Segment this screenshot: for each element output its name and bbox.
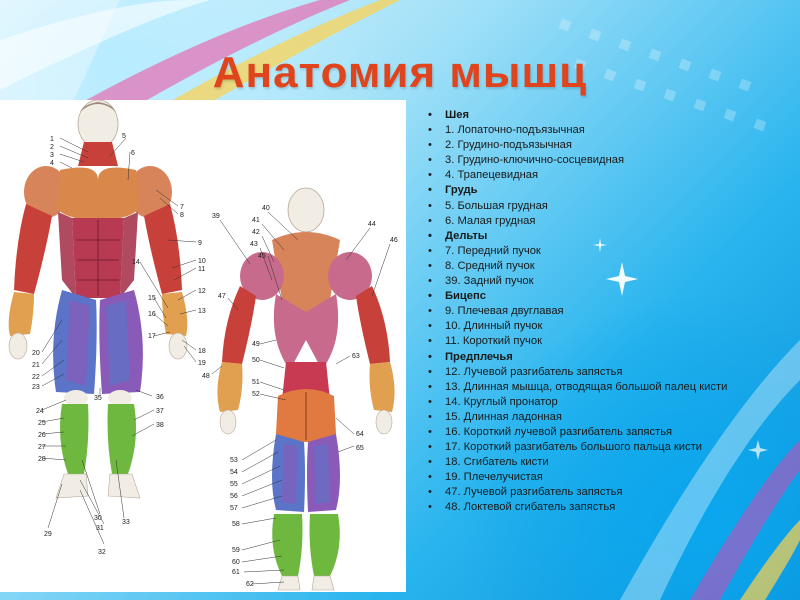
svg-text:21: 21 [32, 362, 40, 369]
svg-text:55: 55 [230, 481, 238, 488]
svg-text:7: 7 [180, 204, 184, 211]
muscle-list: Шея1. Лопаточно-подъязычная2. Грудино-по… [428, 108, 798, 516]
list-item: 3. Грудино-ключично-сосцевидная [428, 153, 798, 168]
svg-text:38: 38 [156, 422, 164, 429]
svg-text:27: 27 [38, 444, 46, 451]
list-item: 19. Плечелучистая [428, 470, 798, 485]
front-figure: 1 2 3 4 5 6 7 8 9 10 11 12 13 14 15 16 1… [8, 100, 206, 556]
svg-text:54: 54 [230, 469, 238, 476]
svg-text:37: 37 [156, 408, 164, 415]
svg-text:35: 35 [94, 395, 102, 402]
list-item: 13. Длинная мышца, отводящая большой пал… [428, 380, 798, 395]
svg-text:19: 19 [198, 360, 206, 367]
svg-text:59: 59 [232, 547, 240, 554]
list-item: 1. Лопаточно-подъязычная [428, 123, 798, 138]
svg-text:56: 56 [230, 493, 238, 500]
list-item: 6. Малая грудная [428, 214, 798, 229]
svg-text:41: 41 [252, 217, 260, 224]
svg-text:22: 22 [32, 374, 40, 381]
list-item: 18. Сгибатель кисти [428, 455, 798, 470]
svg-text:23: 23 [32, 384, 40, 391]
svg-text:58: 58 [232, 521, 240, 528]
list-item: 47. Лучевой разгибатель запястья [428, 485, 798, 500]
list-item: 7. Передний пучок [428, 244, 798, 259]
svg-text:5: 5 [122, 133, 126, 140]
svg-text:20: 20 [32, 350, 40, 357]
svg-text:9: 9 [198, 240, 202, 247]
anatomy-diagram: 1 2 3 4 5 6 7 8 9 10 11 12 13 14 15 16 1… [0, 100, 406, 592]
list-item: 8. Средний пучок [428, 259, 798, 274]
list-item: 11. Короткий пучок [428, 334, 798, 349]
svg-text:17: 17 [148, 333, 156, 340]
svg-text:63: 63 [352, 353, 360, 360]
svg-text:2: 2 [50, 144, 54, 151]
list-section-header: Шея [428, 108, 798, 123]
svg-text:18: 18 [198, 348, 206, 355]
list-item: 5. Большая грудная [428, 199, 798, 214]
list-item: 48. Локтевой сгибатель запястья [428, 500, 798, 515]
list-item: 4. Трапецевидная [428, 168, 798, 183]
svg-text:45: 45 [258, 253, 266, 260]
svg-text:64: 64 [356, 431, 364, 438]
svg-text:13: 13 [198, 308, 206, 315]
svg-text:33: 33 [122, 519, 130, 526]
svg-text:1: 1 [50, 136, 54, 143]
list-section-header: Грудь [428, 183, 798, 198]
svg-text:47: 47 [218, 293, 226, 300]
svg-text:65: 65 [356, 445, 364, 452]
svg-text:42: 42 [252, 229, 260, 236]
svg-text:10: 10 [198, 258, 206, 265]
svg-text:36: 36 [156, 394, 164, 401]
svg-text:51: 51 [252, 379, 260, 386]
svg-text:52: 52 [252, 391, 260, 398]
back-figure: 39 40 41 42 43 44 45 46 47 48 49 50 51 5… [202, 187, 398, 591]
svg-text:11: 11 [198, 266, 205, 273]
svg-text:61: 61 [232, 569, 240, 576]
svg-text:31: 31 [96, 525, 104, 532]
list-section-header: Дельты [428, 229, 798, 244]
svg-text:44: 44 [368, 221, 376, 228]
list-item: 15. Длинная ладонная [428, 410, 798, 425]
svg-text:28: 28 [38, 456, 46, 463]
list-section-header: Бицепс [428, 289, 798, 304]
svg-text:29: 29 [44, 531, 52, 538]
page-title: Анатомия мышц [212, 48, 588, 97]
svg-text:43: 43 [250, 241, 258, 248]
svg-text:15: 15 [148, 295, 156, 302]
list-item: 9. Плечевая двуглавая [428, 304, 798, 319]
list-item: 39. Задний пучок [428, 274, 798, 289]
list-item: 14. Круглый пронатор [428, 395, 798, 410]
svg-text:16: 16 [148, 311, 156, 318]
svg-text:32: 32 [98, 549, 106, 556]
svg-text:40: 40 [262, 205, 270, 212]
list-item: 10. Длинный пучок [428, 319, 798, 334]
svg-text:30: 30 [94, 515, 102, 522]
svg-text:53: 53 [230, 457, 238, 464]
list-section-header: Предплечья [428, 350, 798, 365]
svg-text:49: 49 [252, 341, 260, 348]
svg-text:48: 48 [202, 373, 210, 380]
svg-text:3: 3 [50, 152, 54, 159]
svg-text:6: 6 [131, 150, 135, 157]
svg-text:25: 25 [38, 420, 46, 427]
svg-text:57: 57 [230, 505, 238, 512]
list-item: 17. Короткий разгибатель большого пальца… [428, 440, 798, 455]
svg-text:24: 24 [36, 408, 44, 415]
svg-text:12: 12 [198, 288, 206, 295]
svg-text:62: 62 [246, 581, 254, 588]
svg-text:4: 4 [50, 160, 54, 167]
svg-text:50: 50 [252, 357, 260, 364]
svg-text:39: 39 [212, 213, 220, 220]
svg-text:26: 26 [38, 432, 46, 439]
list-item: 16. Короткий лучевой разгибатель запясть… [428, 425, 798, 440]
svg-text:60: 60 [232, 559, 240, 566]
list-item: 12. Лучевой разгибатель запястья [428, 365, 798, 380]
svg-text:46: 46 [390, 237, 398, 244]
svg-text:14: 14 [132, 259, 140, 266]
list-item: 2. Грудино-подъязычная [428, 138, 798, 153]
svg-text:8: 8 [180, 212, 184, 219]
